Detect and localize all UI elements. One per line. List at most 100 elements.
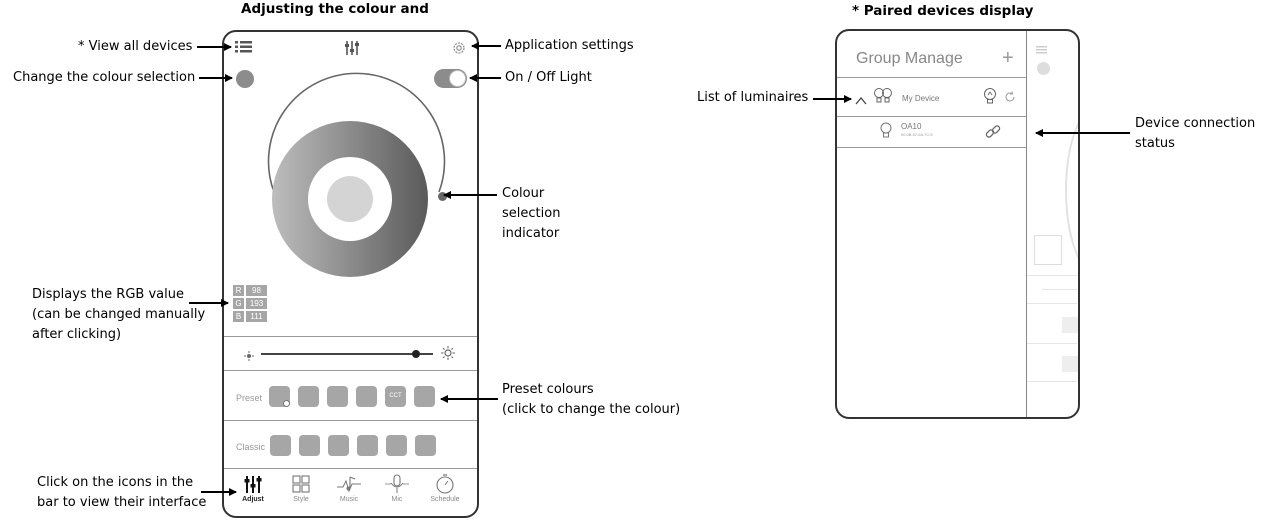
gear-icon[interactable] (452, 41, 466, 55)
preset-label: Preset (236, 393, 263, 403)
faded-list-icon (1036, 41, 1047, 54)
grid-icon (292, 475, 310, 493)
divider (224, 468, 477, 469)
preset-swatch-cct[interactable]: CCT (385, 386, 406, 407)
bulb-toggle-icon[interactable] (983, 88, 997, 104)
rgb-r-value[interactable]: 98 (246, 285, 267, 296)
annotation-device-connection: Device connection status (1135, 114, 1255, 154)
bulb-icon (880, 122, 892, 139)
rgb-b-label: B (233, 311, 244, 322)
classic-swatch-1[interactable] (270, 435, 291, 456)
annotation-line: status (1135, 136, 1175, 151)
faded-divider (1027, 343, 1077, 344)
annotation-line: selection (502, 206, 561, 221)
annotation-line: Preset colours (502, 382, 594, 397)
phone-group: Group Manage + My Device OA10 00:0B:57:0… (835, 29, 1080, 419)
group-row[interactable]: My Device (837, 78, 1026, 116)
classic-swatch-4[interactable] (357, 435, 378, 456)
panel-edge (1026, 31, 1027, 417)
sun-small-icon (244, 348, 254, 361)
phone-main: R 98 G 193 B 111 Preset CCT Classic (222, 30, 479, 518)
classic-label: Classic (236, 442, 266, 452)
faded-slider (1042, 289, 1077, 290)
divider (837, 116, 1026, 117)
tab-music-label: Music (339, 496, 359, 503)
device-mac: 00:0B:57:0A:7C:5 (901, 132, 933, 137)
annotation-on-off-light: On / Off Light (505, 70, 592, 85)
device-row[interactable]: OA10 00:0B:57:0A:7C:5 (837, 117, 1026, 147)
tab-schedule-label: Schedule (430, 496, 460, 503)
faded-divider (1027, 381, 1077, 382)
preset-swatch-4[interactable] (356, 386, 377, 407)
preset-swatch-3[interactable] (327, 386, 348, 407)
colour-selection-indicator[interactable] (438, 192, 447, 201)
tab-adjust-label: Adjust (242, 496, 264, 503)
annotation-icons-bar: Click on the icons in the bar to view th… (37, 473, 206, 513)
classic-swatch-2[interactable] (299, 435, 320, 456)
faded-swatch (1062, 317, 1078, 333)
annotation-line: Device connection (1135, 116, 1256, 131)
annotation-line: bar to view their interface (37, 495, 207, 510)
annotation-change-colour: Change the colour selection (13, 70, 196, 85)
left-title: Adjusting the colour and (241, 1, 429, 17)
colour-selection-button[interactable] (236, 70, 254, 88)
divider (837, 147, 1026, 148)
annotation-colour-indicator: Colour selection indicator (502, 184, 560, 244)
adjust-sliders-icon[interactable] (344, 40, 360, 56)
classic-swatch-5[interactable] (386, 435, 407, 456)
link-icon[interactable] (985, 124, 1001, 140)
group-name: My Device (902, 94, 940, 103)
add-group-button[interactable]: + (1002, 47, 1014, 69)
refresh-icon[interactable] (1004, 90, 1016, 102)
faded-divider (1027, 275, 1077, 276)
annotation-line: Click on the icons in the (37, 475, 194, 490)
divider (224, 420, 477, 421)
group-manage-title: Group Manage (856, 50, 963, 67)
rgb-r-label: R (233, 285, 244, 296)
edit-dot-icon (283, 400, 290, 407)
preset-swatch-6[interactable] (414, 386, 435, 407)
rgb-b-value[interactable]: 111 (246, 311, 267, 322)
annotation-line: (click to change the colour) (502, 402, 681, 417)
annotation-list-luminaires: List of luminaires (697, 90, 809, 105)
preset-swatch-2[interactable] (298, 386, 319, 407)
faded-divider (1027, 303, 1077, 304)
classic-swatch-6[interactable] (415, 435, 436, 456)
rgb-g-value[interactable]: 193 (246, 298, 267, 309)
annotation-line: indicator (502, 226, 560, 241)
rgb-g-label: G (233, 298, 244, 309)
annotation-view-all-devices: * View all devices (78, 39, 193, 54)
colour-wheel[interactable] (254, 72, 454, 302)
annotation-app-settings: Application settings (505, 38, 634, 53)
divider (224, 336, 477, 337)
annotation-line: (can be changed manually (32, 307, 206, 322)
annotation-preset-colours: Preset colours (click to change the colo… (502, 380, 680, 420)
brightness-slider-knob[interactable] (411, 349, 420, 358)
collapse-chevron-icon[interactable] (855, 92, 867, 105)
faded-rgb (1034, 235, 1062, 265)
faded-colour-dot (1037, 62, 1050, 75)
music-icon (337, 476, 361, 493)
rgb-value-panel[interactable]: R 98 G 193 B 111 (233, 285, 269, 325)
annotation-line: Displays the RGB value (32, 287, 184, 302)
device-name: OA10 (901, 122, 922, 131)
preset-swatch-1[interactable] (269, 386, 290, 407)
divider (224, 370, 477, 371)
annotation-line: after clicking) (32, 327, 122, 342)
on-off-toggle[interactable] (434, 69, 467, 88)
faded-swatch (1062, 356, 1078, 372)
classic-swatch-3[interactable] (328, 435, 349, 456)
divider (837, 77, 1026, 78)
annotation-rgb-display: Displays the RGB value (can be changed m… (32, 285, 205, 345)
device-list-icon[interactable] (235, 40, 252, 54)
microphone-icon (385, 474, 409, 493)
annotation-line: Colour (502, 186, 545, 201)
timer-icon (436, 474, 454, 494)
brightness-slider[interactable] (261, 349, 433, 358)
toggle-knob (449, 70, 466, 87)
sliders-icon (244, 476, 262, 493)
bulbs-icon (873, 87, 893, 105)
sun-large-icon (441, 346, 455, 360)
right-title: * Paired devices display (852, 3, 1034, 19)
